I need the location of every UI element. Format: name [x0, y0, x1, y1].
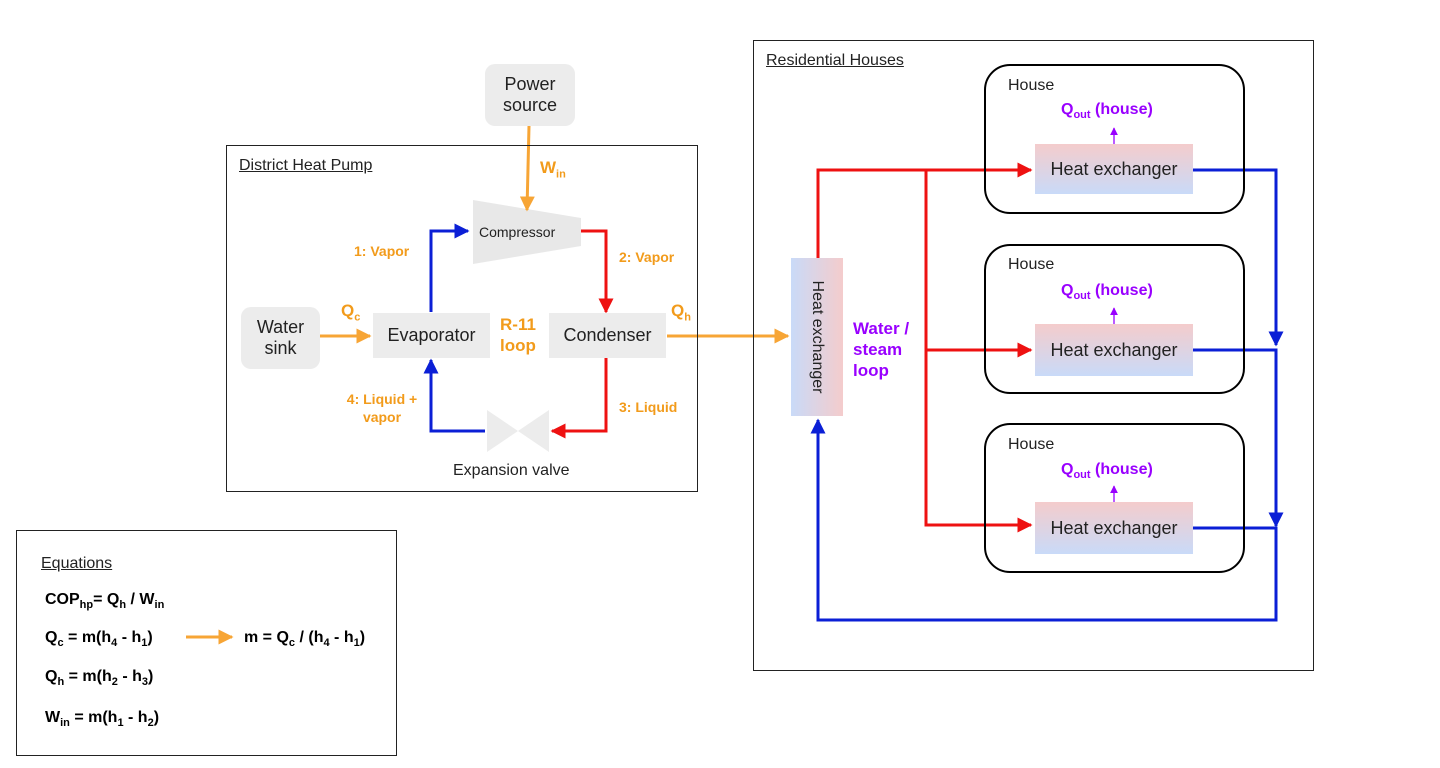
work-arrow [519, 125, 535, 212]
compressor-shape [473, 200, 581, 264]
water-sink-box: Water sink [241, 307, 320, 369]
vapor-2-arrow [581, 229, 614, 314]
expansion-valve-label: Expansion valve [453, 462, 570, 479]
house-2-qout: Qout (house) [1061, 282, 1153, 303]
equations-frame [16, 530, 397, 756]
water-loop-label: Water / steam loop [853, 319, 910, 380]
house-3-heat-exchanger: Heat exchanger [1035, 502, 1193, 554]
house-2 [984, 244, 1245, 394]
cold-return-line-1 [1193, 168, 1284, 347]
house-2-heat-exchanger: Heat exchanger [1035, 324, 1193, 376]
equation-cop: COPhp= Qh / Win [45, 591, 165, 612]
expansion-valve-shape [487, 410, 518, 452]
loop-label: R-11 loop [500, 315, 536, 355]
equations-title: Equations [41, 555, 113, 572]
power-source-box: Power source [485, 64, 575, 126]
equation-m: m = Qc / (h4 - h1) [244, 629, 366, 650]
hot-supply-line [816, 162, 1033, 258]
condenser-label: Condenser [563, 325, 652, 345]
residential-title: Residential Houses [766, 52, 904, 69]
w-in-label: Win [540, 158, 566, 181]
house-3-qout: Qout (house) [1061, 461, 1153, 482]
house-3 [984, 423, 1245, 573]
state-2-label: 2: Vapor [619, 249, 675, 265]
house-1-heat-exchanger: Heat exchanger [1035, 144, 1193, 194]
condenser-box: Condenser [549, 313, 666, 358]
house-2-label: House [1008, 256, 1055, 273]
district-heat-pump-frame [226, 145, 698, 492]
cold-return-line-3 [810, 418, 1278, 622]
hot-supply-branch [924, 170, 1033, 533]
house-2-hx-label: Heat exchanger [1050, 339, 1178, 360]
equation-win: Win = m(h1 - h2) [45, 709, 160, 730]
main-heat-exchanger-label: Heat exchanger [809, 280, 826, 394]
qh-label: Qh [671, 301, 691, 324]
liquid-vapor-4-arrow [423, 358, 485, 433]
house-3-hx-label: Heat exchanger [1050, 517, 1178, 538]
expansion-valve-shape-right [518, 410, 549, 452]
house-3-label: House [1008, 436, 1055, 453]
qc-label: Qc [341, 301, 361, 324]
house-1-qout: Qout (house) [1061, 101, 1153, 122]
compressor-label: Compressor [479, 224, 556, 240]
house-1-hx-label: Heat exchanger [1050, 158, 1178, 179]
state-1-label: 1: Vapor [354, 243, 410, 259]
residential-frame [753, 40, 1314, 671]
evaporator-label: Evaporator [387, 325, 476, 345]
state-3-label: 3: Liquid [619, 399, 678, 415]
equation-qh: Qh = m(h2 - h3) [45, 668, 154, 689]
liquid-3-arrow [550, 358, 608, 439]
cold-return-line-2 [1193, 348, 1284, 528]
house-1-label: House [1008, 77, 1055, 94]
vapor-1-arrow [429, 223, 470, 312]
water-sink-label: Water sink [256, 317, 305, 358]
equation-qc: Qc = m(h4 - h1) [45, 629, 153, 650]
evaporator-box: Evaporator [373, 313, 490, 358]
main-heat-exchanger: Heat exchanger [791, 258, 843, 416]
state-4-label: 4: Liquid + vapor [346, 391, 418, 425]
district-heat-pump-title: District Heat Pump [239, 157, 373, 174]
power-source-label: Power source [502, 74, 558, 115]
house-1 [984, 64, 1245, 214]
